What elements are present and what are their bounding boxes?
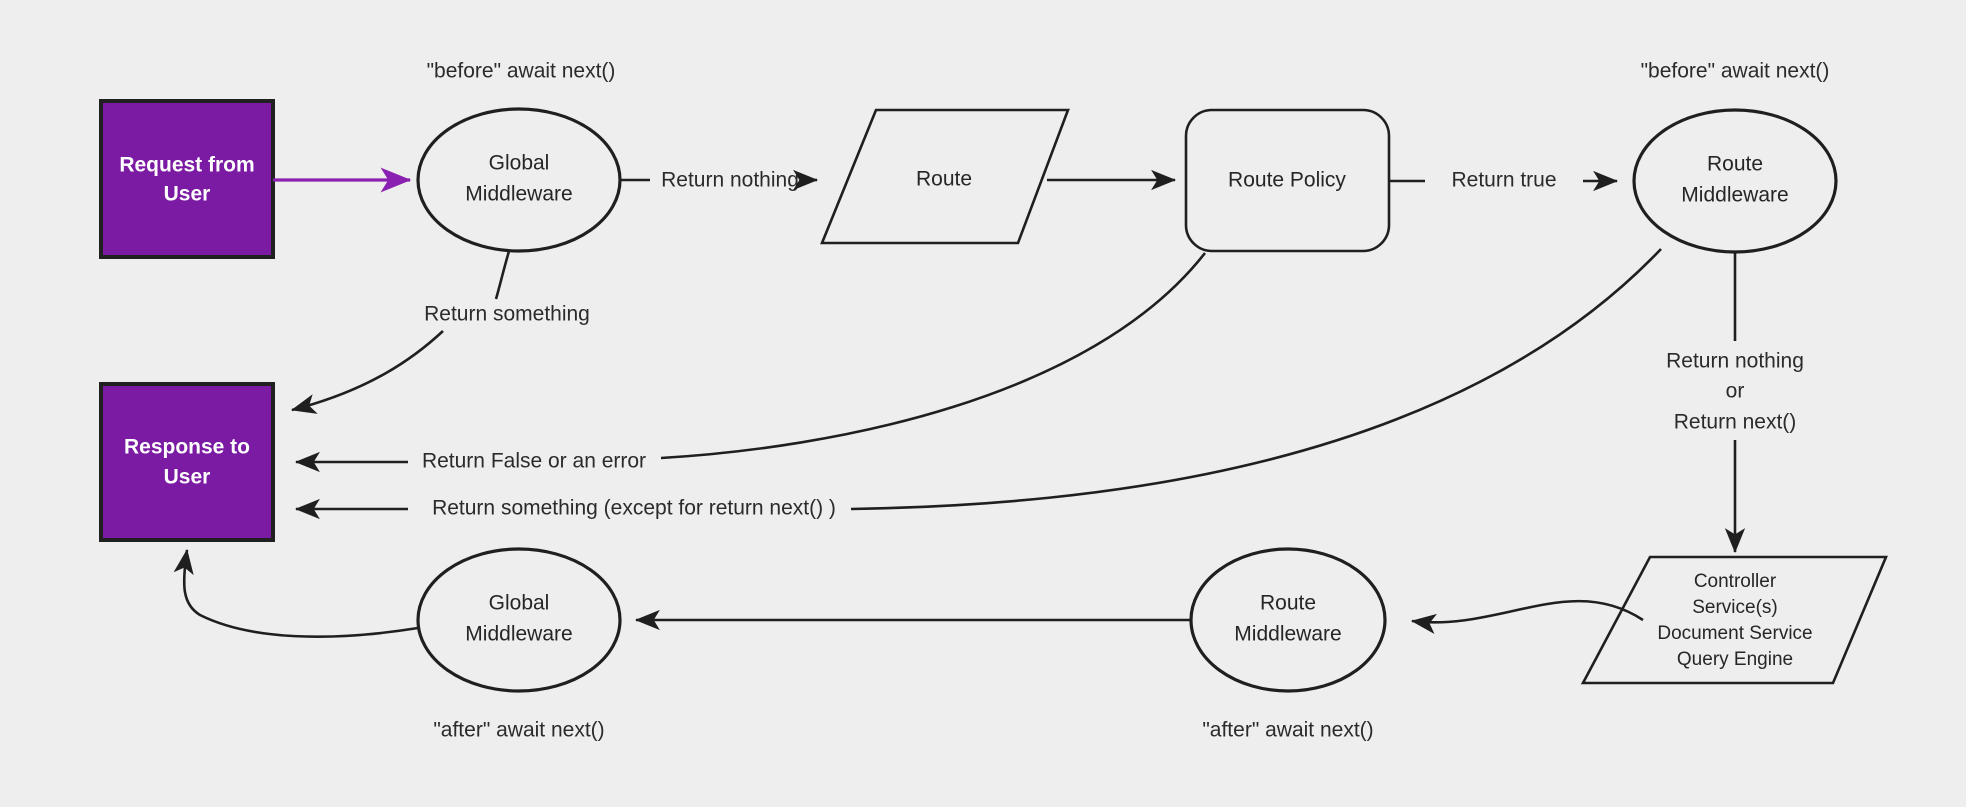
- node-global-middleware-top[interactable]: Global Middleware: [416, 107, 622, 253]
- annotation-after-await-next-route: "after" await next(): [1202, 719, 1373, 742]
- node-response-to-user[interactable]: Response to User: [99, 382, 275, 542]
- edge-label-return-nothing-or-next-line2: or: [1726, 380, 1745, 403]
- node-route[interactable]: Route: [820, 108, 1070, 245]
- node-route-policy[interactable]: Route Policy: [1184, 108, 1391, 253]
- handlers-label-line3: Document Service: [1657, 623, 1812, 644]
- edge-global-middleware-bottom-to-response: [173, 548, 419, 638]
- node-route-middleware-bottom[interactable]: Route Middleware: [1189, 547, 1387, 693]
- annotation-after-await-next-global: "after" await next(): [433, 719, 604, 742]
- edge-label-return-false-or-error: Return False or an error: [422, 450, 646, 473]
- route-middleware-top-label-line2: Middleware: [1681, 184, 1788, 207]
- route-middleware-bottom-label-line1: Route: [1260, 592, 1316, 615]
- edge-label-return-nothing: Return nothing: [661, 169, 799, 192]
- route-parallelogram[interactable]: [820, 108, 1070, 245]
- route-middleware-bottom-label-line2: Middleware: [1234, 623, 1341, 646]
- edge-label-return-nothing-or-next-line1: Return nothing: [1666, 350, 1804, 373]
- edge-label-return-nothing-or-next-line3: Return next(): [1674, 411, 1797, 434]
- node-global-middleware-bottom[interactable]: Global Middleware: [416, 547, 622, 693]
- route-label: Route: [916, 168, 972, 191]
- annotation-before-await-next-route: "before" await next(): [1641, 60, 1830, 83]
- route-policy-label: Route Policy: [1228, 169, 1346, 192]
- edge-global-middleware-to-return-something-stub: [494, 250, 511, 300]
- node-handlers[interactable]: Controller Service(s) Document Service Q…: [1580, 555, 1888, 685]
- edge-route-middleware-to-return-something-except: [850, 248, 1662, 511]
- handlers-label-line4: Query Engine: [1677, 649, 1793, 670]
- handlers-parallelogram[interactable]: [1580, 555, 1888, 685]
- edge-label-return-something-except-next: Return something (except for return next…: [432, 497, 836, 520]
- request-from-user-label-line1: Request from: [119, 154, 254, 177]
- node-route-middleware-top[interactable]: Route Middleware: [1632, 108, 1838, 254]
- annotation-before-await-next-global: "before" await next(): [427, 60, 616, 83]
- global-middleware-bottom-ellipse[interactable]: [416, 547, 622, 693]
- edge-return-something-to-response: [290, 330, 444, 414]
- route-middleware-top-label-line1: Route: [1707, 153, 1763, 176]
- request-from-user-label-line2: User: [164, 183, 211, 206]
- request-from-user-box[interactable]: [99, 99, 275, 259]
- edge-label-return-something: Return something: [424, 303, 590, 326]
- response-to-user-label-line2: User: [164, 466, 211, 489]
- node-request-from-user[interactable]: Request from User: [99, 99, 275, 259]
- route-middleware-bottom-ellipse[interactable]: [1189, 547, 1387, 693]
- response-to-user-label-line1: Response to: [124, 436, 250, 459]
- response-to-user-box[interactable]: [99, 382, 275, 542]
- route-middleware-top-ellipse[interactable]: [1632, 108, 1838, 254]
- handlers-label-line2: Service(s): [1692, 597, 1778, 618]
- global-middleware-top-ellipse[interactable]: [416, 107, 622, 253]
- edge-route-policy-to-return-false: [660, 252, 1207, 460]
- handlers-label-line1: Controller: [1694, 571, 1777, 592]
- edge-label-return-true: Return true: [1451, 169, 1556, 192]
- global-middleware-top-label-line2: Middleware: [465, 183, 572, 206]
- global-middleware-bottom-label-line2: Middleware: [465, 623, 572, 646]
- global-middleware-bottom-label-line1: Global: [489, 592, 550, 615]
- global-middleware-top-label-line1: Global: [489, 152, 550, 175]
- edge-handlers-to-route-middleware-bottom: [1410, 599, 1644, 635]
